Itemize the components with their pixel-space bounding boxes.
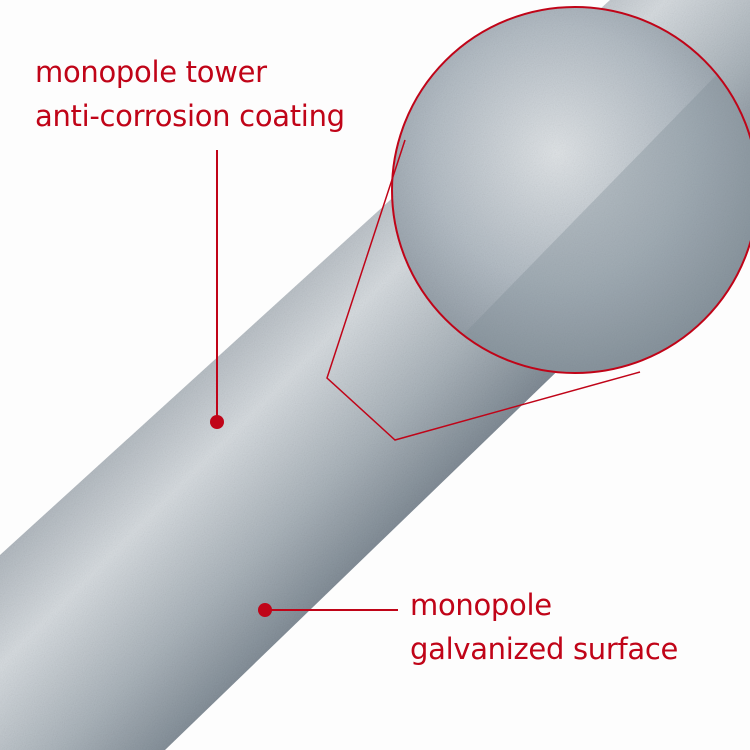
callout-top-line2: anti-corrosion coating [35,99,345,133]
leader-line-bottom [258,603,398,617]
callout-top-line1: monopole tower [35,55,267,89]
magnifier-connector-lines [326,139,641,441]
callout-bottom-line1: monopole [410,588,552,622]
callout-dot-bottom [258,603,272,617]
callout-top: monopole tower anti-corrosion coating [35,50,345,138]
callout-bottom: monopole galvanized surface [410,583,678,671]
callout-bottom-line2: galvanized surface [410,632,679,666]
callout-dot-top [210,415,224,429]
leader-line-top [210,150,224,429]
